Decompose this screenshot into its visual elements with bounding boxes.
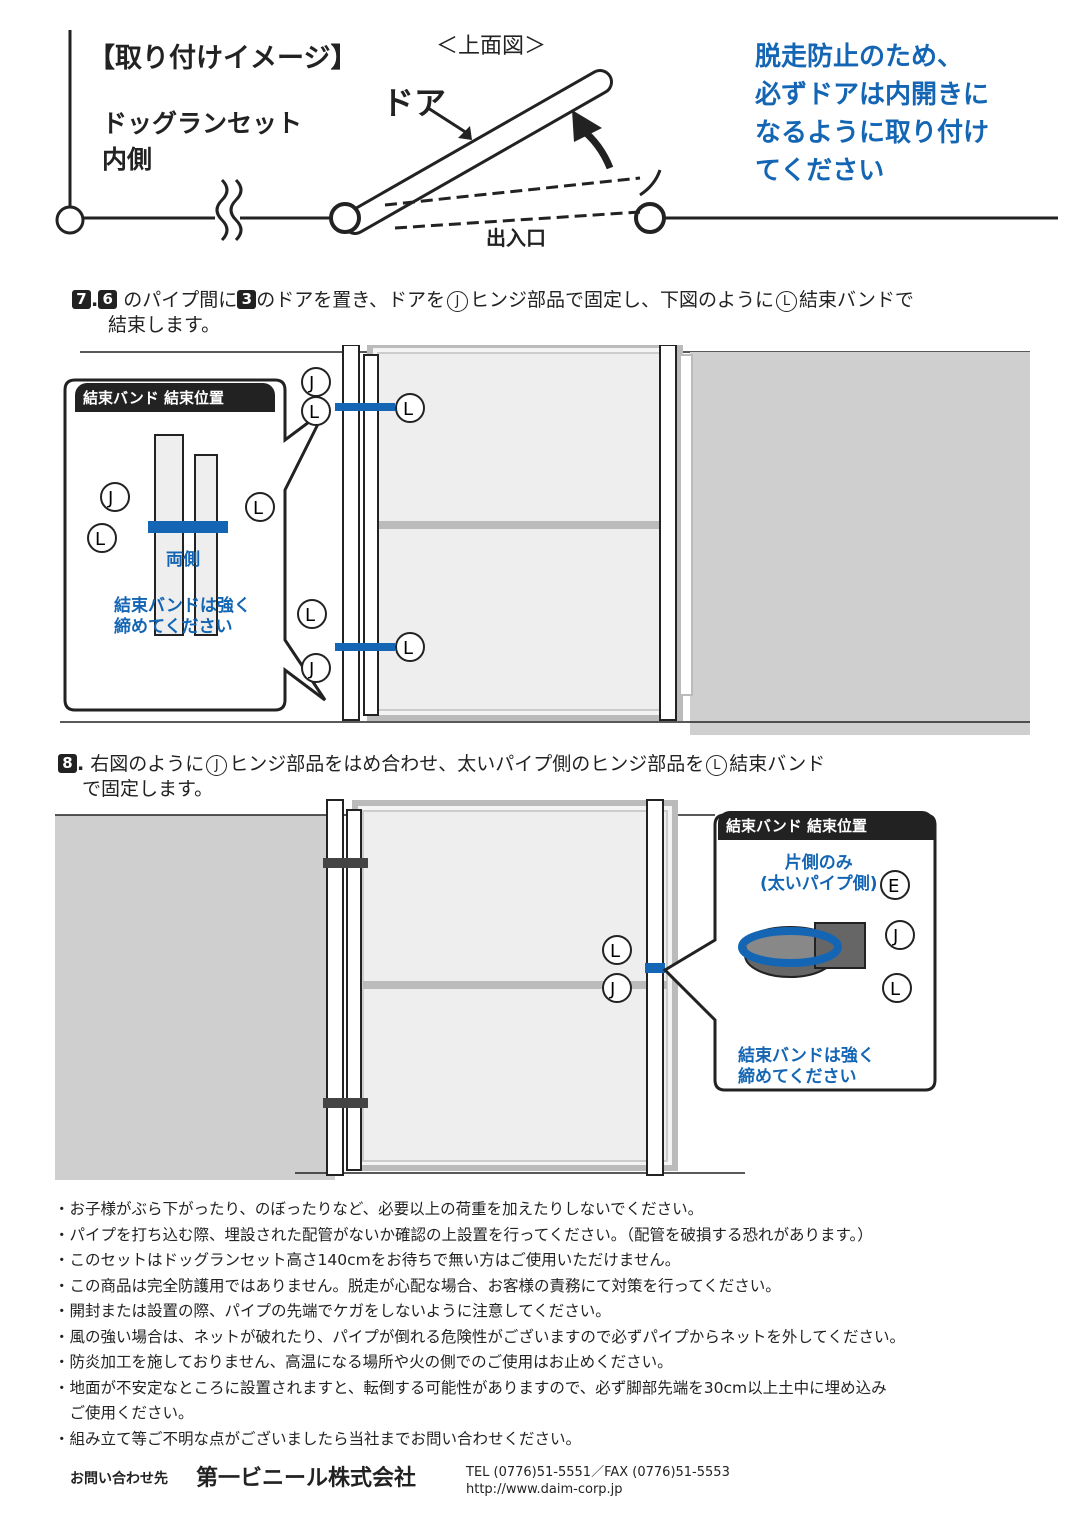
svg-text:L: L <box>305 605 315 626</box>
svg-text:J: J <box>609 979 615 1000</box>
one-side-label: 片側のみ (太いパイプ側) <box>760 853 878 894</box>
note-item: ・防炎加工を施しておりません、高温になる場所や火の側でのご使用はお止めください。 <box>54 1353 673 1371</box>
inside-label-1: ドッグランセット <box>102 109 303 138</box>
svg-text:L: L <box>890 979 900 1000</box>
website-url[interactable]: http://www.daim-corp.jp <box>466 1482 623 1497</box>
svg-text:L: L <box>309 402 319 423</box>
door-shape <box>342 69 613 235</box>
svg-text:L: L <box>403 399 413 420</box>
svg-text:J: J <box>308 659 314 680</box>
door-label: ドア <box>382 84 447 122</box>
note-item: ・このセットはドッグランセット高さ140cmをお待ちで無い方はご使用いただけませ… <box>54 1251 681 1269</box>
step-number: 8 <box>58 754 77 773</box>
svg-text:J: J <box>892 926 898 947</box>
escape-notice: 脱走防止のため、 必ずドアは内開きに なるように取り付け てください <box>755 42 990 186</box>
both-sides-label: 両側 <box>166 550 200 570</box>
step-number: 7 <box>72 290 91 309</box>
step8-callout-title: 結束バンド 結束位置 <box>718 811 934 840</box>
step7-diagram: J L L L L J J L L <box>60 345 1030 735</box>
svg-text:L: L <box>253 498 263 519</box>
phone-fax: TEL (0776)51-5551／FAX (0776)51-5553 <box>466 1465 730 1480</box>
contact-label: お問い合わせ先 <box>70 1471 168 1487</box>
note-item: ・お子様がぶら下がったり、のぼったりなど、必要以上の荷重を加えたりしないでくださ… <box>54 1200 704 1218</box>
step8-diagram: L J E J L <box>55 799 937 1180</box>
view-label: ＜上面図＞ <box>436 34 547 59</box>
inside-label-2: 内側 <box>102 145 153 174</box>
entrance-label: 出入口 <box>486 226 546 250</box>
svg-text:L: L <box>403 638 413 659</box>
svg-text:L: L <box>95 529 105 550</box>
step7-callout-title: 結束バンド 結束位置 <box>75 383 275 412</box>
top-view-diagram <box>55 30 1058 242</box>
note-item: ・風の強い場合は、ネットが破れたり、パイプが倒れる危険性がございますので必ずパイ… <box>54 1327 905 1346</box>
svg-text:J: J <box>308 373 314 394</box>
note-item: ・組み立て等ご不明な点がございましたら当社までお問い合わせください。 <box>54 1429 582 1448</box>
note-item: ・地面が不安定なところに設置されますと、転倒する可能性がありますので、必ず脚部先… <box>54 1378 887 1397</box>
caution-notes: ・お子様がぶら下がったり、のぼったりなど、必要以上の荷重を加えたりしないでくださ… <box>54 1197 905 1452</box>
section-title: 【取り付けイメージ】 <box>88 43 358 74</box>
svg-text:L: L <box>610 941 620 962</box>
note-item: ご使用ください。 <box>54 1404 194 1422</box>
note-item: ・この商品は完全防護用ではありません。脱走が心配な場合、お客様の責務にて対策を行… <box>54 1276 781 1295</box>
note-item: ・開封または設置の際、パイプの先端でケガをしないように注意してください。 <box>54 1302 611 1320</box>
note-item: ・パイプを打ち込む際、埋設された配管がないか確認の上設置を行ってください。（配管… <box>54 1225 873 1244</box>
step7-tighten-note: 結束バンドは強く 締めてください <box>114 596 251 637</box>
company-name: 第一ビニール株式会社 <box>196 1466 417 1491</box>
svg-text:J: J <box>107 488 113 509</box>
step8-tighten-note: 結束バンドは強く 締めてください <box>738 1046 875 1087</box>
pipe-left-end <box>55 205 85 235</box>
svg-text:E: E <box>888 876 899 897</box>
